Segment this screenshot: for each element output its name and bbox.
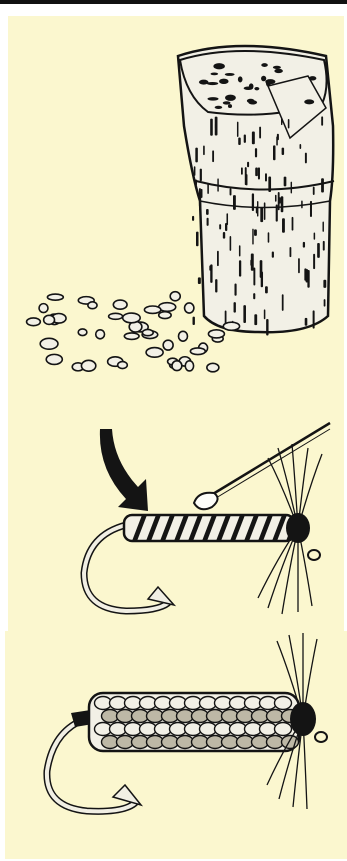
cork-crumb [123, 313, 141, 323]
cork-crumb [142, 329, 153, 335]
cork-crumb [124, 333, 139, 339]
cork-crumb [144, 306, 160, 313]
cork-stopper-panel [8, 16, 344, 403]
cork-crumb [46, 354, 62, 364]
wrapped-hook-illustration [8, 403, 344, 631]
finished-fly-illustration [5, 631, 347, 859]
cork-crumb [40, 338, 58, 349]
cork-stopper-illustration [8, 16, 344, 403]
cork-crumb [172, 361, 182, 371]
thread-head [286, 513, 310, 543]
cork-crumb [159, 312, 171, 319]
finished-fly-panel [5, 631, 347, 859]
cork-crumb [44, 315, 55, 324]
cork-crumb [190, 348, 205, 355]
cork-crumb [88, 302, 97, 309]
thread-head [290, 702, 316, 736]
cork-crumb [208, 330, 224, 338]
cork-crumb [113, 300, 127, 309]
cork-crumb [39, 304, 48, 313]
cork-crumb [81, 360, 95, 371]
cork-crumb [275, 723, 292, 736]
cork-crumb [178, 331, 187, 341]
cork-crumb [170, 292, 180, 301]
cork-crumb [207, 363, 219, 372]
cork-crumb [96, 330, 105, 339]
cork-crumb [27, 318, 41, 326]
wrapped-thread-body [124, 515, 301, 541]
cork-crumb [223, 322, 239, 330]
cork-crumb [109, 313, 123, 319]
cork-crumb [78, 329, 87, 336]
cork-crumb [146, 348, 163, 358]
cork-crumb [185, 361, 193, 371]
cork-crumb [275, 697, 292, 710]
cork-crumb [163, 340, 173, 350]
wrapped-hook-panel [8, 403, 344, 631]
cork-crumb [47, 294, 63, 300]
cork-crumb [118, 362, 128, 369]
cork-crumb-body [89, 693, 299, 751]
top-border-line [0, 0, 347, 4]
cork-crumb [185, 303, 194, 313]
